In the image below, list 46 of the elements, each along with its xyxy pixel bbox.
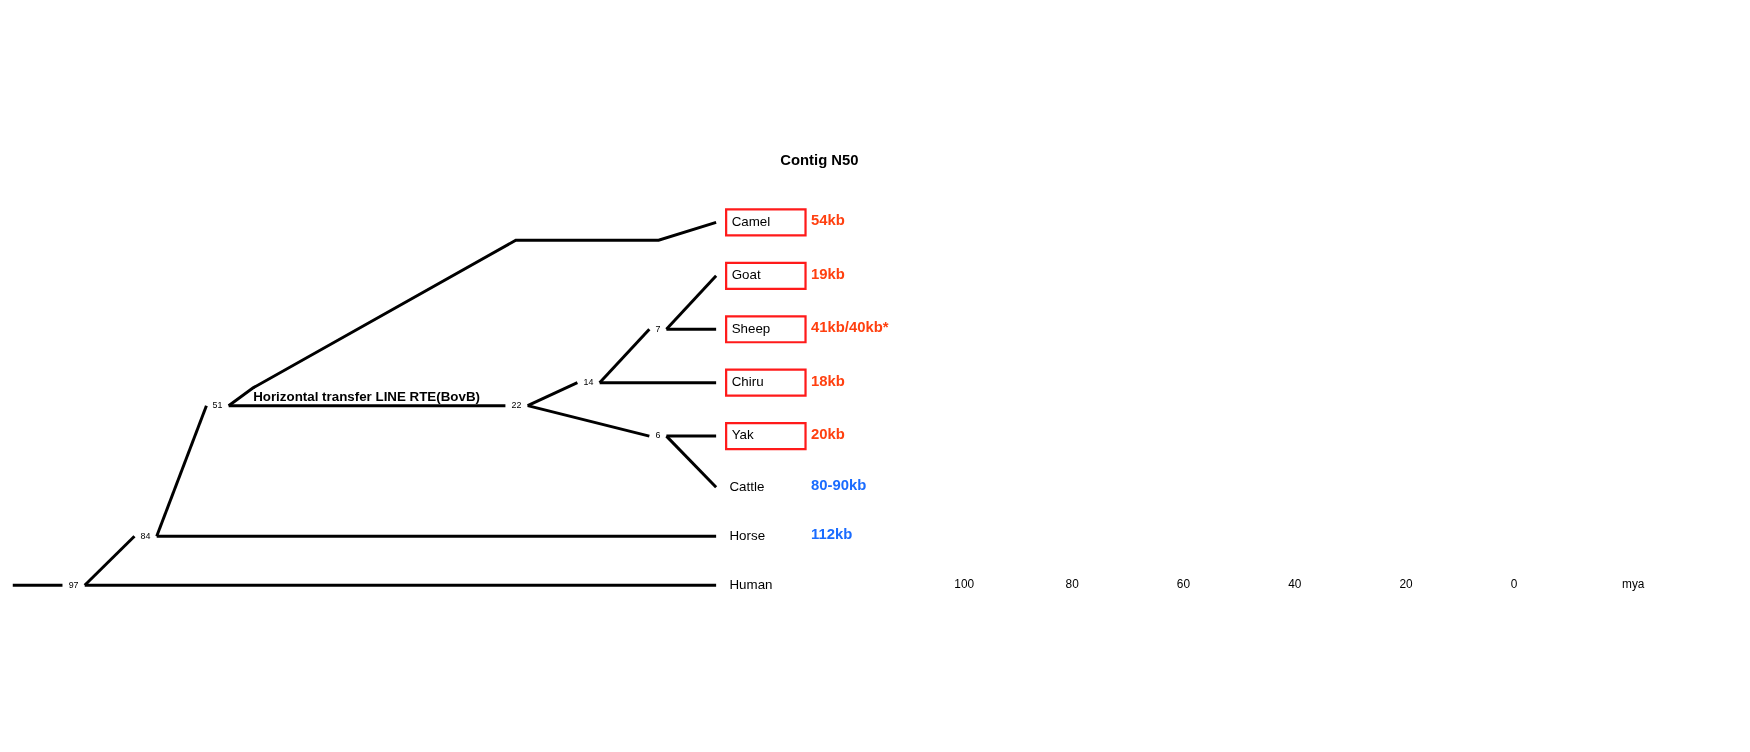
connector — [83, 535, 136, 587]
node-text: Cattle — [729, 478, 765, 494]
node-label: 112kb — [811, 526, 853, 543]
node-text: 84 — [140, 530, 151, 541]
connector — [666, 434, 717, 438]
label: 0 — [1510, 577, 1518, 592]
connector — [84, 583, 717, 587]
label: 60 — [1176, 577, 1191, 592]
label: 80 — [1065, 577, 1079, 592]
connector — [155, 405, 208, 537]
label: 100 — [954, 577, 975, 592]
edge-label: Horizontal transfer LINE RTE(BovB) — [253, 388, 481, 404]
node-text: Human — [729, 576, 773, 592]
node-label: 20kb — [811, 426, 845, 443]
connector — [527, 381, 578, 408]
label: 40 — [1288, 577, 1302, 592]
connector — [666, 327, 717, 331]
label: 20 — [1399, 577, 1413, 592]
node-box: Chiru — [725, 368, 807, 397]
node-text: 22 — [511, 399, 522, 410]
node-label: 54kb — [811, 212, 845, 229]
node-label: 19kb — [811, 265, 845, 282]
node-text: Horse — [729, 527, 766, 543]
node-text: 51 — [212, 399, 223, 410]
node-box: Sheep — [725, 315, 807, 344]
connector — [12, 583, 63, 587]
node-label: 41kb/40kb* — [811, 319, 889, 336]
node-box: Goat — [725, 261, 807, 290]
label: mya — [1622, 577, 1645, 592]
node-label: 18kb — [811, 372, 845, 389]
connector — [156, 534, 717, 538]
node-box: Camel — [725, 208, 807, 237]
node-text: 97 — [68, 579, 79, 590]
node-text: 6 — [655, 430, 661, 441]
connector — [527, 404, 650, 438]
connector — [665, 435, 718, 489]
connector — [665, 274, 718, 331]
connector — [228, 404, 506, 408]
connector — [598, 328, 651, 384]
label: Contig N50 — [780, 152, 859, 169]
node-label: 80-90kb — [811, 477, 867, 494]
node-text: 14 — [583, 376, 594, 387]
node-box: Yak — [725, 422, 807, 451]
connector — [227, 221, 717, 407]
connector — [599, 381, 717, 385]
node-text: 7 — [655, 323, 661, 334]
